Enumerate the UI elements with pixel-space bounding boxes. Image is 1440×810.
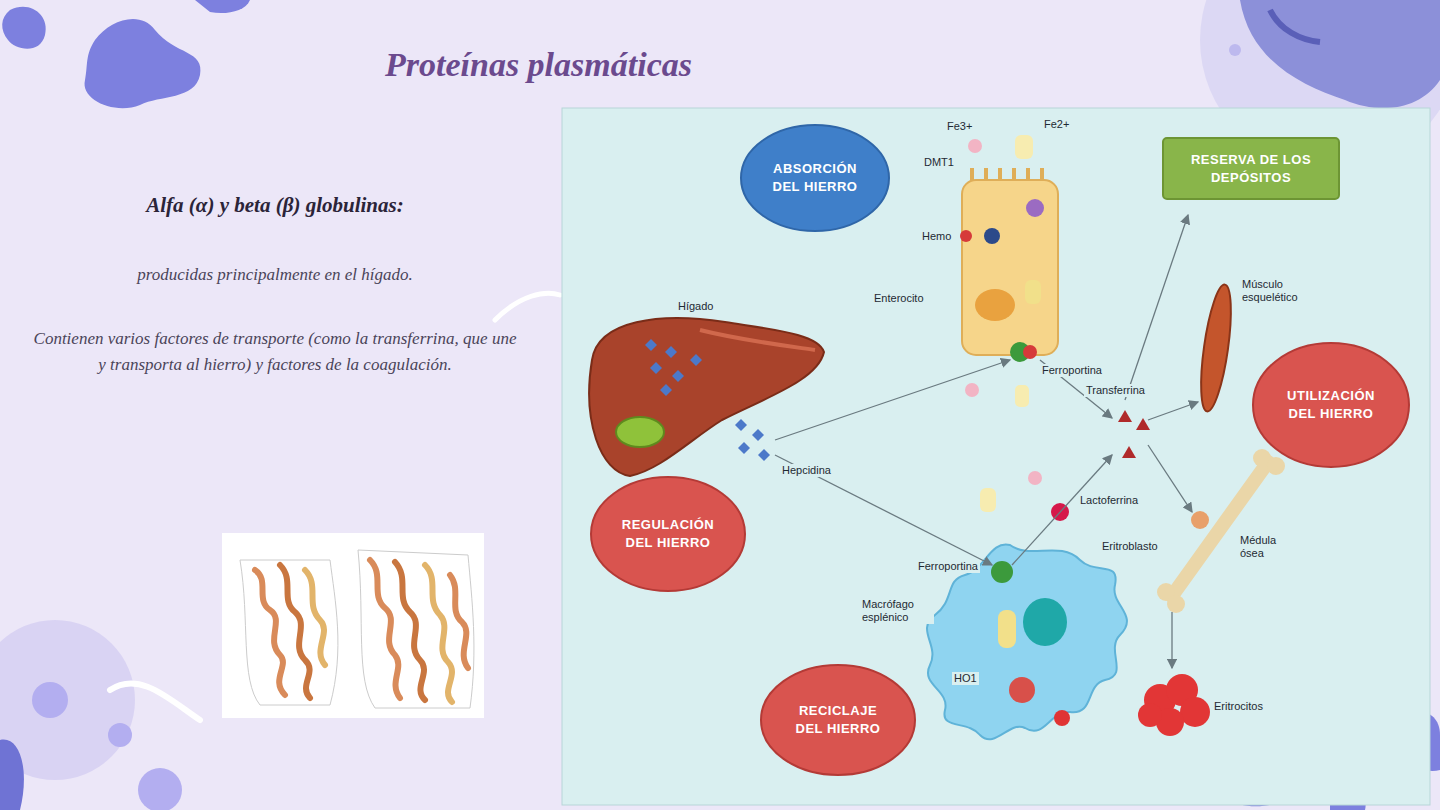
stage-circle: ABSORCIÓN DEL HIERRO [740,124,890,232]
slide-text: producidas principalmente en el hígado. [40,262,510,288]
stage-circle: RECICLAJE DEL HIERRO [760,664,916,776]
part-label: Transferrina [1084,384,1147,397]
part-label: Médula ósea [1238,534,1302,560]
stage-label: UTILIZACIÓN DEL HIERRO [1276,387,1387,422]
part-label: Músculo esquelético [1240,278,1330,304]
slide-title: Proteínas plasmáticas [385,46,692,84]
part-label: Macrófago esplénico [860,598,934,624]
slide-text: Contienen varios factores de transporte … [30,326,520,377]
slide-text: Alfa (α) y beta (β) globulinas: [40,190,510,222]
stage-label: RECICLAJE DEL HIERRO [784,702,893,737]
part-label: Hemo [920,230,953,243]
ellipse-outline [590,476,746,592]
diagram-panel [562,108,1430,805]
liver [589,318,824,476]
part-label: HO1 [952,672,979,685]
part-label: DMT1 [922,156,956,169]
part-label: Hígado [676,300,715,313]
part-label: Eritroblasto [1100,540,1160,553]
part-label: Fe2+ [1042,118,1071,131]
macrophage [927,471,1127,739]
ellipse-outline [760,664,916,776]
stage-label: RESERVA DE LOS DEPÓSITOS [1173,151,1330,186]
part-label: Lactoferrina [1078,494,1140,507]
box-outline [1162,137,1340,200]
bone [1157,449,1285,613]
protein-structure-picture [222,533,484,718]
ellipse-outline [1252,342,1410,468]
part-label: Ferroportina [1040,364,1104,377]
stage-label: REGULACIÓN DEL HIERRO [614,516,723,551]
ellipse-outline [740,124,890,232]
muscle [1195,283,1237,413]
part-label: Ferroportina [916,560,980,573]
transferrin-molecules [1118,410,1150,458]
stage-circle: UTILIZACIÓN DEL HIERRO [1252,342,1410,468]
erythrocytes [1138,674,1210,736]
part-label: Eritrocitos [1212,700,1265,713]
part-label: Hepcidina [780,464,833,477]
stage-circle: REGULACIÓN DEL HIERRO [590,476,746,592]
stage-box: RESERVA DE LOS DEPÓSITOS [1162,137,1340,200]
part-label: Fe3+ [945,120,974,133]
stage-label: ABSORCIÓN DEL HIERRO [763,160,868,195]
part-label: Enterocito [872,292,926,305]
pathway-lines [775,215,1198,668]
